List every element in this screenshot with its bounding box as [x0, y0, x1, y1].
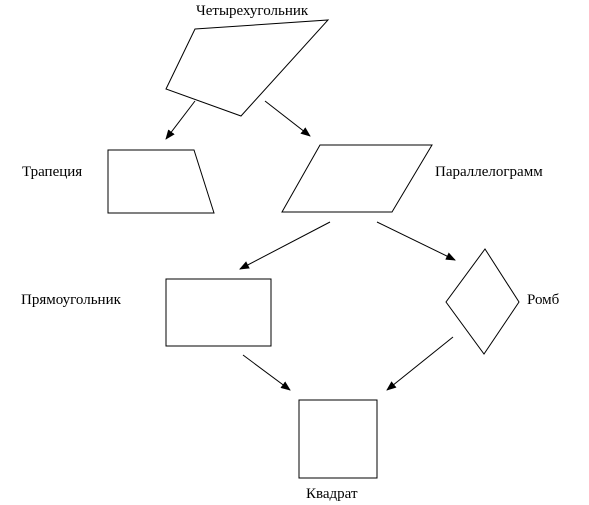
arrow-rectangle-to-square: [242, 354, 291, 391]
arrow-quadrilateral-to-trapezoid: [165, 100, 196, 140]
rhombus-label: Ромб: [527, 292, 560, 308]
arrow-parallelogram-to-rectangle: [239, 221, 331, 270]
arrow-quadrilateral-to-parallelogram: [264, 100, 311, 137]
quadrilateral-label: Четырехугольник: [196, 3, 309, 19]
arrow-parallelogram-to-rhombus: [376, 221, 456, 261]
parallelogram-label: Параллелограмм: [435, 164, 543, 180]
trapezoid-label: Трапеция: [22, 164, 82, 180]
arrow-rhombus-to-square: [386, 336, 454, 391]
trapezoid-shape: [107, 149, 215, 214]
rhombus-shape: [445, 248, 520, 355]
square-label: Квадрат: [306, 486, 358, 502]
rectangle-label: Прямоугольник: [21, 292, 122, 308]
parallelogram-shape: [281, 144, 433, 213]
rectangle-shape: [165, 278, 272, 347]
quadrilateral-shape: [165, 19, 330, 117]
square-shape: [298, 399, 378, 479]
